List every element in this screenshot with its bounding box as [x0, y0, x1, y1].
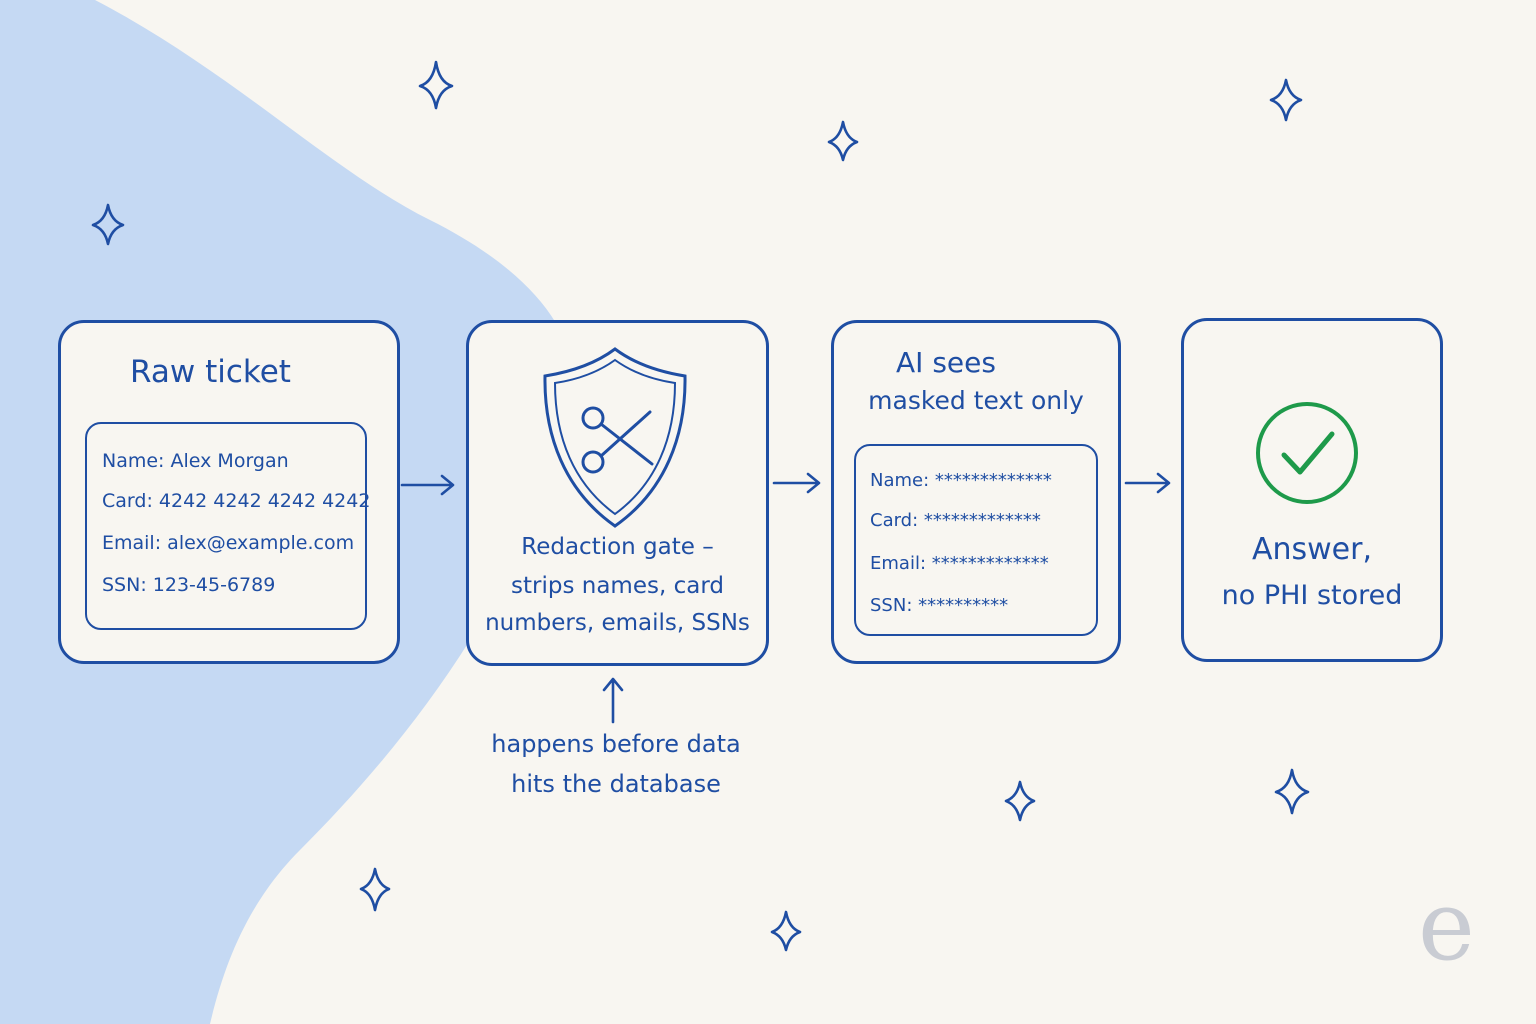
field-label: Name: — [102, 450, 165, 472]
raw-ticket-title: Raw ticket — [130, 354, 291, 390]
ai-view-title-line-1: AI sees — [896, 346, 996, 379]
arrow-right-icon — [772, 472, 821, 494]
field-value: ************* — [931, 553, 1049, 574]
raw-field-card: Card: 4242 4242 4242 4242 — [102, 490, 370, 512]
raw-field-ssn: SSN: 123-45-6789 — [102, 574, 275, 596]
sparkle-icon — [91, 203, 125, 246]
field-value: ************* — [923, 510, 1041, 531]
redaction-gate-line-3: numbers, emails, SSNs — [485, 610, 750, 636]
ai-field-email: Email: ************* — [870, 553, 1049, 574]
ai-view-fields-box — [854, 444, 1098, 636]
field-value: Alex Morgan — [170, 450, 289, 472]
redaction-note-line-2: hits the database — [511, 770, 721, 798]
field-label: Name: — [870, 470, 930, 491]
field-value: 123-45-6789 — [152, 574, 276, 596]
arrow-right-icon — [1124, 472, 1171, 494]
answer-line-1: Answer, — [1251, 532, 1373, 567]
answer-card — [1181, 318, 1443, 662]
ai-field-name: Name: ************* — [870, 470, 1052, 491]
sparkle-icon — [359, 867, 391, 912]
field-label: SSN: — [870, 595, 913, 616]
field-label: Email: — [102, 532, 162, 554]
sparkle-icon — [1274, 768, 1310, 815]
sparkle-icon — [1269, 78, 1303, 122]
field-label: Email: — [870, 553, 927, 574]
raw-field-email: Email: alex@example.com — [102, 532, 354, 554]
shield-scissors-icon — [543, 347, 687, 528]
ai-view-title-line-2: masked text only — [868, 386, 1084, 415]
sparkle-icon — [770, 910, 802, 952]
field-value: ********** — [918, 595, 1009, 616]
ai-view-card — [831, 320, 1121, 664]
raw-ticket-card — [58, 320, 400, 664]
field-label: Card: — [870, 510, 919, 531]
arrow-up-icon — [602, 677, 624, 724]
redaction-gate-line-1: Redaction gate – — [521, 534, 714, 560]
brand-logo: e — [1418, 870, 1475, 982]
ai-field-card: Card: ************* — [870, 510, 1041, 531]
field-value: ************* — [934, 470, 1052, 491]
redaction-gate-line-2: strips names, card — [511, 573, 724, 599]
arrow-right-icon — [400, 474, 455, 496]
check-circle-icon — [1256, 402, 1358, 504]
field-label: SSN: — [102, 574, 147, 596]
field-value: alex@example.com — [167, 532, 355, 554]
field-label: Card: — [102, 490, 153, 512]
raw-field-name: Name: Alex Morgan — [102, 450, 289, 472]
sparkle-icon — [827, 120, 859, 162]
redaction-gate-card — [466, 320, 769, 666]
raw-ticket-fields-box — [85, 422, 367, 630]
answer-line-2: no PHI stored — [1221, 580, 1403, 611]
ai-field-ssn: SSN: ********** — [870, 595, 1008, 616]
sparkle-icon — [418, 60, 454, 110]
field-value: 4242 4242 4242 4242 — [158, 490, 371, 512]
sparkle-icon — [1004, 780, 1036, 822]
redaction-note-line-1: happens before data — [491, 730, 741, 758]
